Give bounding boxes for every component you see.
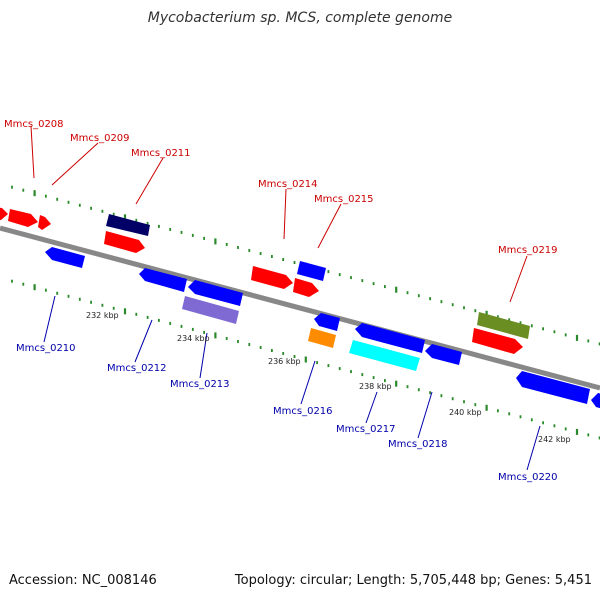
label-leader-lines	[30, 125, 541, 471]
scale-label-232: 232 kbp	[86, 311, 119, 320]
gene-mmcs-0216a[interactable]	[314, 313, 340, 331]
label-mmcs-0216[interactable]: Mmcs_0216	[273, 406, 333, 417]
map-title: Mycobacterium sp. MCS, complete genome	[147, 10, 453, 26]
scale-label-236: 236 kbp	[268, 357, 301, 366]
label-mmcs-0211[interactable]: Mmcs_0211	[131, 148, 191, 159]
gene-mmcs-0211a[interactable]	[106, 214, 150, 236]
leader-mmcs-0217	[365, 391, 378, 424]
gene-mmcs-0219b[interactable]	[472, 328, 523, 354]
gene-mmcs-0215b[interactable]	[293, 278, 319, 297]
leader-mmcs-0210	[43, 295, 56, 343]
leader-mmcs-0219	[509, 255, 528, 303]
label-mmcs-0209[interactable]: Mmcs_0209	[70, 133, 130, 144]
inner-scale-ticks	[11, 279, 600, 440]
gene-mmcs-0213[interactable]	[182, 296, 239, 324]
label-mmcs-0213[interactable]: Mmcs_0213	[170, 379, 230, 390]
leader-mmcs-0212	[134, 319, 153, 363]
scale-label-242: 242 kbp	[538, 435, 571, 444]
label-mmcs-0217[interactable]: Mmcs_0217	[336, 424, 396, 435]
scale-label-238: 238 kbp	[359, 382, 392, 391]
label-mmcs-0218[interactable]: Mmcs_0218	[388, 439, 448, 450]
gene-mmcs-0220b[interactable]	[591, 393, 600, 410]
label-mmcs-0210[interactable]: Mmcs_0210	[16, 343, 76, 354]
gene-mmcs-0212[interactable]	[139, 268, 187, 292]
gene-mmcs-0214[interactable]	[251, 266, 293, 289]
gene-mmcs-0217a[interactable]	[355, 323, 425, 353]
accession-text: Accession: NC_008146	[9, 573, 157, 588]
leader-mmcs-0215	[317, 203, 342, 249]
leader-mmcs-0208	[30, 125, 35, 179]
gene-mmcs-0215a[interactable]	[297, 261, 326, 281]
gene-mmcs-0211b[interactable]	[104, 231, 145, 253]
gene-mmcs-0216b[interactable]	[308, 328, 336, 348]
gene-mmcs-0218[interactable]	[425, 344, 462, 365]
gene-mmcs-0209a[interactable]	[8, 209, 38, 227]
label-mmcs-0220[interactable]: Mmcs_0220	[498, 472, 558, 483]
leader-mmcs-0220	[526, 425, 541, 471]
gene-mmcs-0220[interactable]	[516, 371, 590, 404]
leader-mmcs-0218	[417, 391, 433, 439]
leader-mmcs-0216	[300, 360, 316, 405]
gene-mmcs-0210[interactable]	[45, 247, 85, 268]
gene-mmcs-0219a[interactable]	[477, 312, 530, 339]
label-mmcs-0214[interactable]: Mmcs_0214	[258, 179, 318, 190]
label-mmcs-0212[interactable]: Mmcs_0212	[107, 363, 167, 374]
label-mmcs-0215[interactable]: Mmcs_0215	[314, 194, 374, 205]
leader-mmcs-0211	[135, 157, 164, 205]
scale-label-234: 234 kbp	[177, 334, 210, 343]
gene-features	[0, 207, 600, 410]
gene-mmcs-0212b[interactable]	[188, 280, 243, 306]
genome-backbone	[0, 225, 600, 391]
genome-info-text: Topology: circular; Length: 5,705,448 bp…	[234, 573, 592, 588]
leader-mmcs-0214	[283, 188, 287, 240]
leader-mmcs-0213	[199, 332, 208, 379]
scale-label-240: 240 kbp	[449, 408, 482, 417]
gene-mmcs-0208[interactable]	[0, 207, 8, 220]
leader-mmcs-0209	[51, 142, 99, 186]
label-mmcs-0208[interactable]: Mmcs_0208	[4, 119, 64, 130]
gene-mmcs-0209b[interactable]	[38, 215, 51, 230]
label-mmcs-0219[interactable]: Mmcs_0219	[498, 245, 558, 256]
gene-mmcs-0217b[interactable]	[349, 340, 420, 371]
